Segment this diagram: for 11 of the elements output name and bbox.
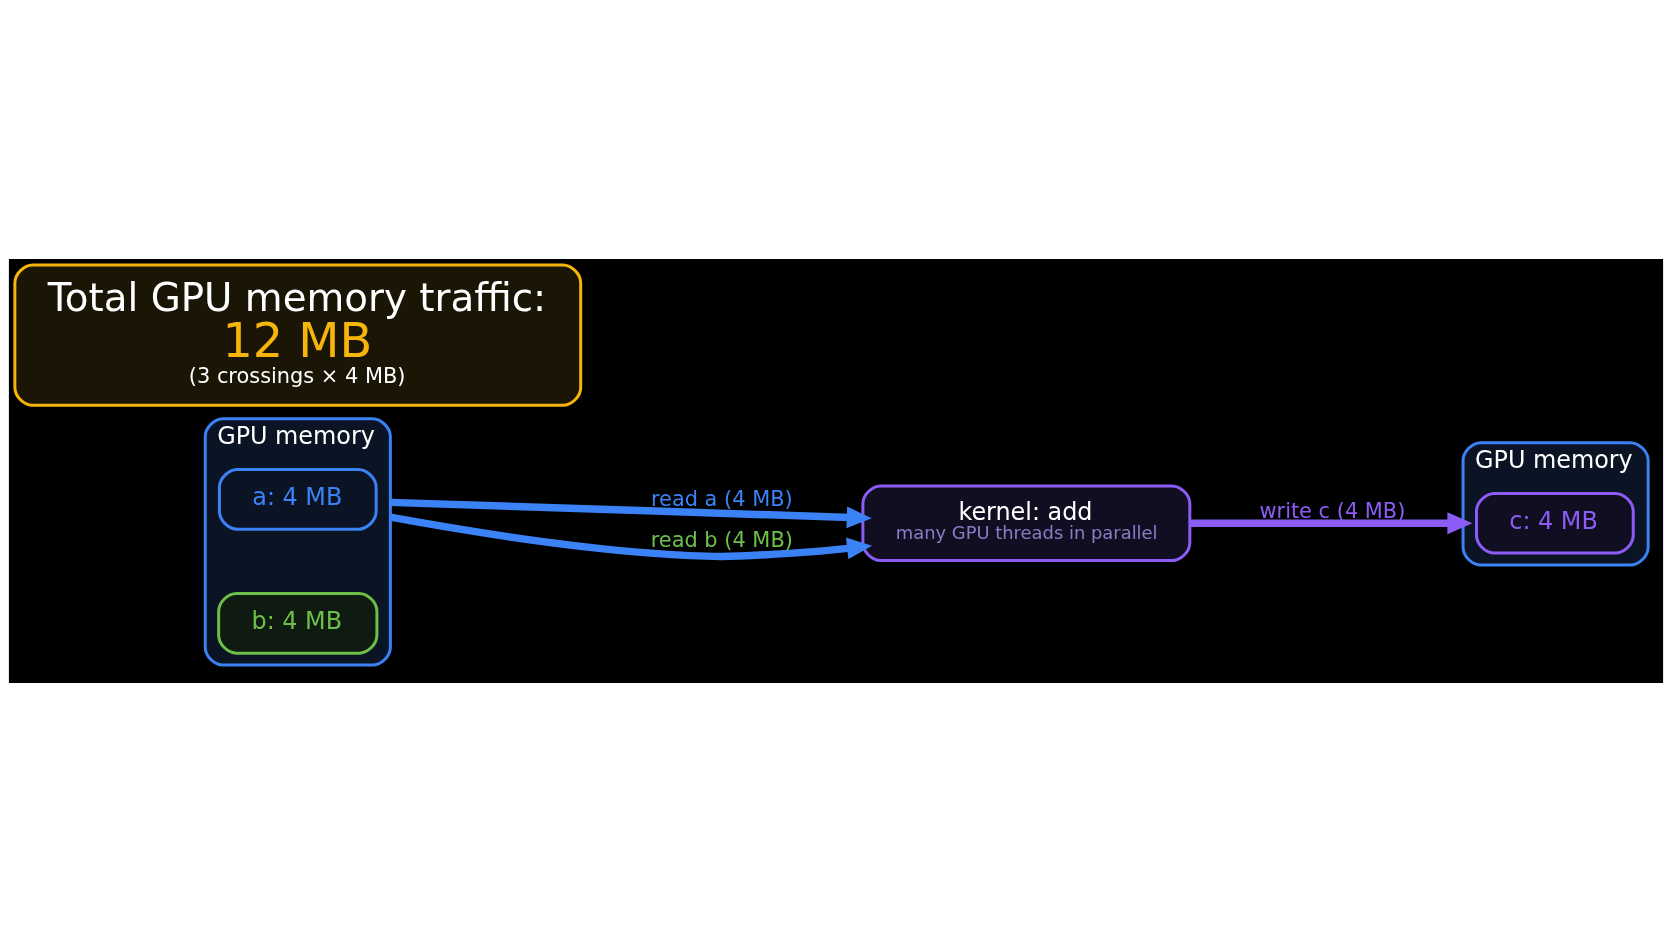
node-box: kernel: add many GPU threads in parallel xyxy=(861,483,1192,562)
arrow xyxy=(390,498,872,528)
edge-label: read b (4 MB) xyxy=(650,527,793,552)
edge-label: write c (4 MB) xyxy=(1259,498,1406,523)
arrow xyxy=(389,513,872,560)
node-box: c: 4 MB xyxy=(1475,491,1635,555)
node-box: a: 4 MB xyxy=(217,467,378,531)
node-box: Total GPU memory traffic: 12 MB (3 crossings × 4 MB) xyxy=(13,262,583,407)
edge-label: read a (4 MB) xyxy=(650,486,793,511)
node-box: b: 4 MB xyxy=(217,591,379,655)
arrow xyxy=(1190,511,1473,534)
